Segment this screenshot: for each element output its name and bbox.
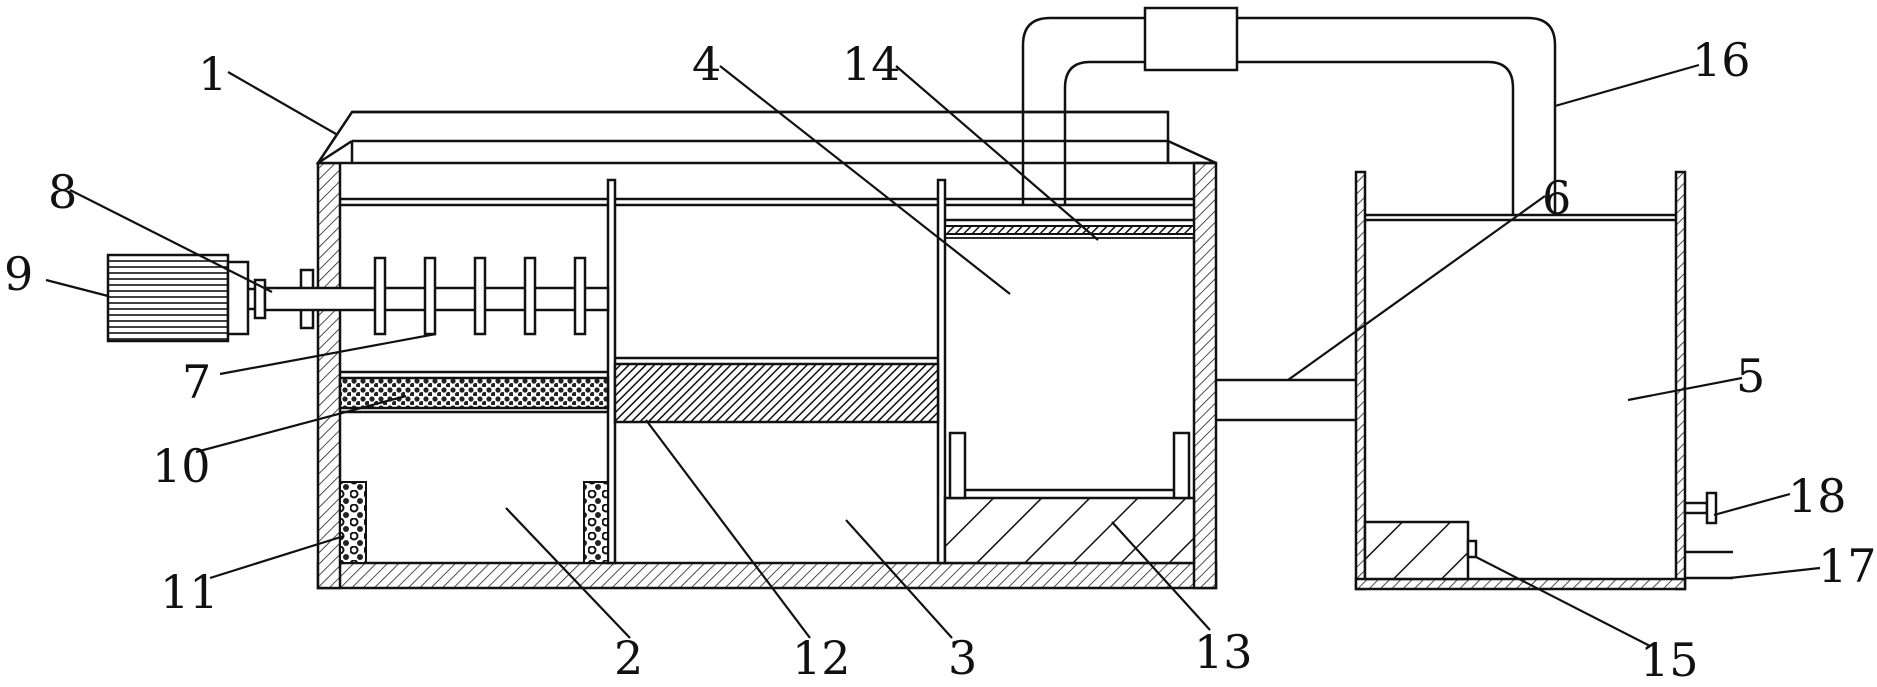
label-6: 6 bbox=[1542, 171, 1571, 225]
label-5: 5 bbox=[1736, 349, 1765, 403]
label-7: 7 bbox=[182, 355, 211, 409]
mesh-screen bbox=[944, 225, 1195, 239]
label-17: 17 bbox=[1818, 539, 1877, 593]
part-labels: 1 8 9 7 10 11 2 12 3 13 4 14 6 16 5 18 1… bbox=[4, 33, 1877, 687]
label-18: 18 bbox=[1788, 469, 1847, 523]
sediment-block bbox=[943, 431, 1196, 565]
motor bbox=[106, 253, 230, 343]
filter-layer bbox=[338, 376, 610, 410]
label-12: 12 bbox=[792, 631, 851, 685]
label-1: 1 bbox=[198, 47, 227, 101]
label-9: 9 bbox=[4, 247, 33, 301]
label-13: 13 bbox=[1194, 625, 1253, 679]
label-16: 16 bbox=[1692, 33, 1751, 87]
filter-plate bbox=[613, 362, 940, 424]
pebble-block-left bbox=[339, 481, 367, 564]
main-tank bbox=[315, 110, 1218, 590]
label-2: 2 bbox=[614, 631, 643, 685]
label-14: 14 bbox=[842, 37, 901, 91]
label-10: 10 bbox=[152, 439, 211, 493]
label-15: 15 bbox=[1640, 633, 1699, 687]
connecting-pipe bbox=[1216, 378, 1362, 422]
motor-assembly bbox=[106, 253, 610, 343]
return-pipe bbox=[1021, 6, 1557, 215]
leader-lines bbox=[45, 63, 1821, 647]
pebble-block-right bbox=[583, 481, 609, 564]
secondary-tank bbox=[1354, 170, 1733, 591]
label-11: 11 bbox=[160, 565, 219, 619]
label-8: 8 bbox=[48, 165, 77, 219]
label-3: 3 bbox=[948, 631, 977, 685]
label-4: 4 bbox=[692, 37, 721, 91]
